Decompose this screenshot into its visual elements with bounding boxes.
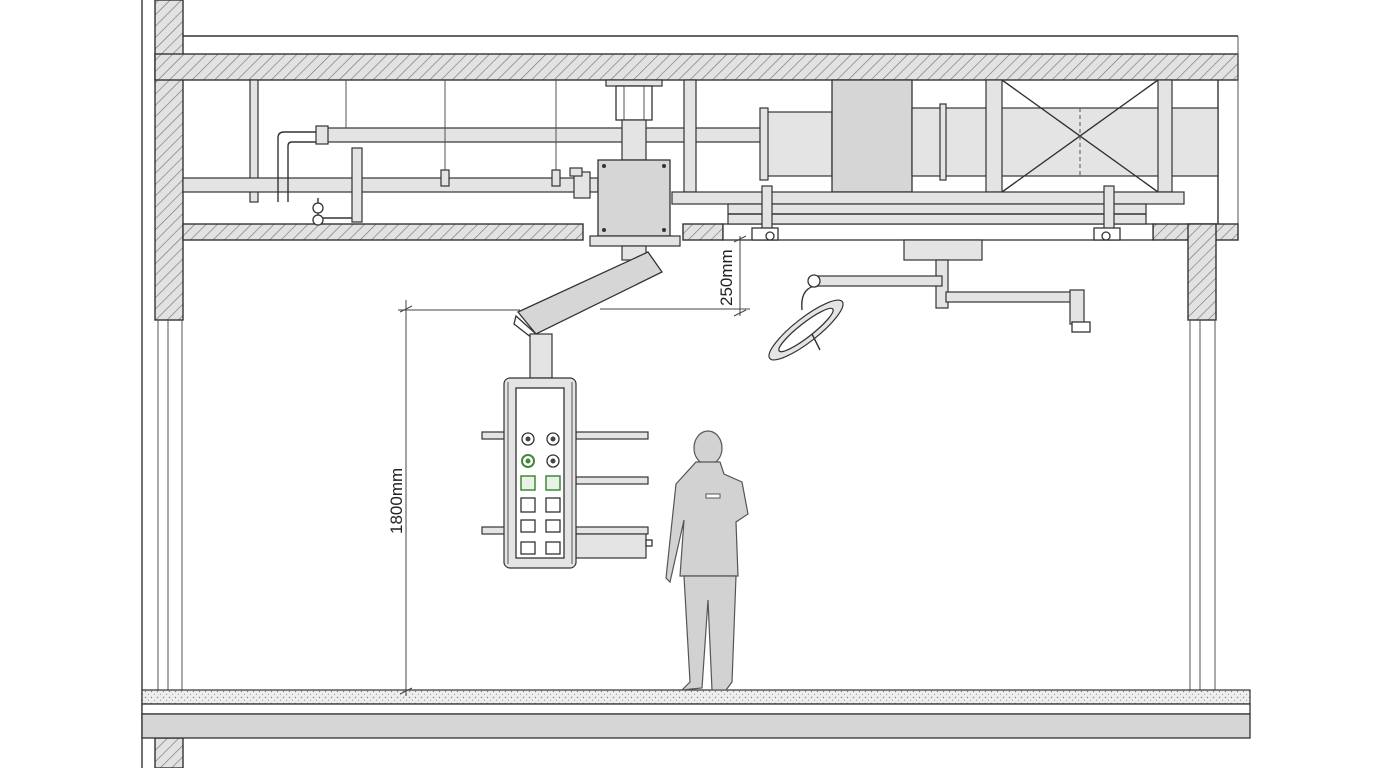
hvac-duct [683,79,1219,193]
pendant-ceiling-mount [589,79,681,247]
surgical-light [768,239,1091,361]
nurse-figure [665,430,749,691]
suspended-ceiling [182,223,1239,241]
ceiling-gap-dimension [600,235,750,317]
right-wall [1187,223,1217,690]
pendant-arm [513,245,663,379]
light-support-frame [671,185,1185,241]
power-sockets [520,475,561,555]
mount-height-dimension [398,300,520,696]
structural-slab [154,35,1239,240]
pendant-column [481,377,653,569]
gas-outlets [521,432,560,468]
left-wall [141,0,184,768]
ceiling-gap-label: 250mm [717,249,736,306]
plenum-pipes [182,79,766,226]
floor-slab [141,689,1251,739]
mount-height-label: 1800mm [387,468,406,534]
